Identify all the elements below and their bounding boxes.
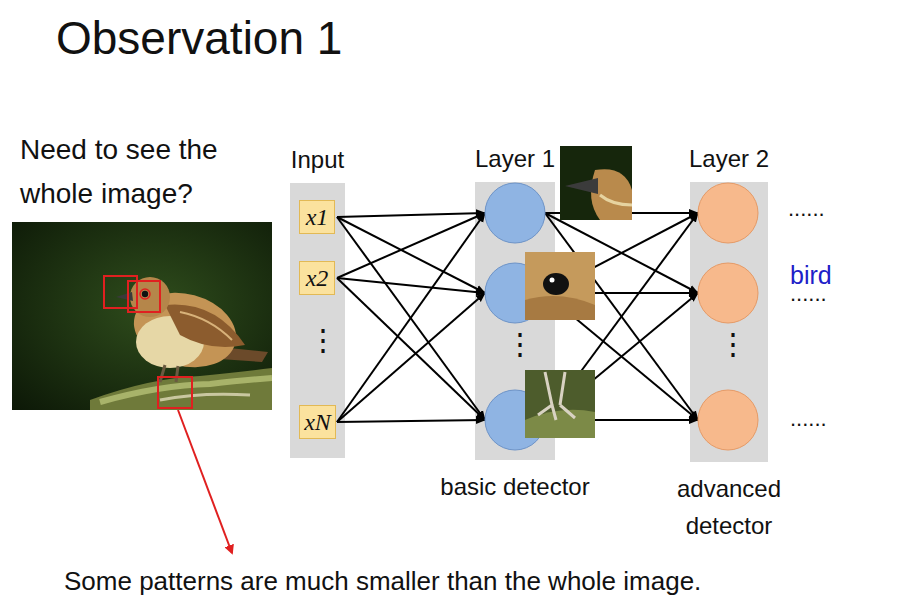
- input-box: x1: [299, 200, 335, 234]
- layer-caption: advanced detector: [654, 470, 804, 544]
- ellipsis-dots: ......: [790, 281, 827, 307]
- layer-band: Layer 1basic detector: [475, 182, 555, 460]
- layer-caption: basic detector: [440, 468, 590, 505]
- input-box: x2: [299, 261, 335, 295]
- input-symbol: xN: [304, 409, 331, 435]
- layer-band: Layer 2advanced detector: [690, 182, 768, 462]
- layer-heading: Layer 1: [475, 144, 555, 174]
- ellipsis-dots: ⋮: [505, 326, 535, 362]
- question-text: Need to see the whole image?: [20, 128, 270, 216]
- layer-heading: Layer 2: [689, 144, 769, 174]
- ellipsis-dots: ⋮: [718, 326, 748, 362]
- slide-title: Observation 1: [56, 10, 342, 66]
- input-symbol: x2: [306, 265, 329, 291]
- ellipsis-dots: ......: [788, 196, 825, 222]
- ellipsis-dots: ⋮: [308, 322, 338, 358]
- bottom-note: Some patterns are much smaller than the …: [64, 564, 701, 598]
- ellipsis-dots: ......: [790, 406, 827, 432]
- input-box: xN: [299, 405, 336, 439]
- input-band: Inputx1x2xN: [290, 183, 345, 458]
- layer-heading: Input: [291, 145, 344, 175]
- input-symbol: x1: [306, 204, 329, 230]
